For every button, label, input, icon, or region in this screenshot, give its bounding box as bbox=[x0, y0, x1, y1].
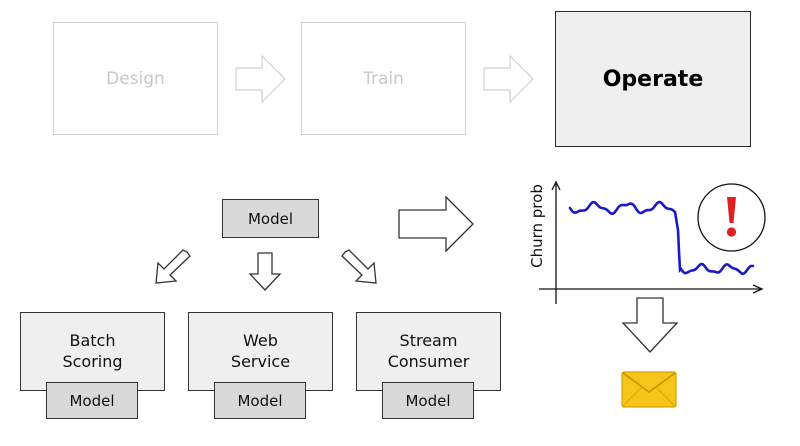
deployment-batch-label: Batch Scoring bbox=[62, 331, 123, 371]
stream-model-label: Model bbox=[405, 391, 451, 410]
deployment-stream-label: Stream Consumer bbox=[387, 331, 470, 371]
deployment-batch-scoring: Batch Scoring bbox=[20, 312, 165, 391]
deployment-web-label: Web Service bbox=[230, 331, 291, 371]
arrow-to-batch-icon bbox=[155, 249, 191, 284]
arrow-to-stream-icon bbox=[341, 249, 377, 284]
deployment-stream-consumer: Stream Consumer bbox=[356, 312, 501, 391]
web-model-label: Model bbox=[237, 391, 283, 410]
arrow-to-web-icon bbox=[248, 252, 282, 291]
batch-model-label: Model bbox=[69, 391, 115, 410]
stage-operate-label: Operate bbox=[602, 66, 704, 92]
central-model-box: Model bbox=[222, 199, 319, 238]
churn-probability-line bbox=[568, 200, 755, 276]
envelope-icon bbox=[621, 371, 677, 408]
central-model-label: Model bbox=[247, 209, 294, 228]
monitor-axes bbox=[539, 180, 764, 304]
deployment-web-service: Web Service bbox=[188, 312, 333, 391]
stage-design-label: Design bbox=[106, 68, 165, 89]
stage-train: Train bbox=[301, 22, 466, 135]
stage-train-label: Train bbox=[363, 68, 404, 89]
arrow-train-to-operate-icon bbox=[483, 54, 534, 104]
batch-model-box: Model bbox=[46, 382, 138, 419]
arrow-to-notification-icon bbox=[621, 297, 679, 353]
stream-model-box: Model bbox=[382, 382, 474, 419]
alert-exclamation-icon bbox=[697, 183, 766, 252]
web-model-box: Model bbox=[214, 382, 306, 419]
arrow-design-to-train-icon bbox=[235, 54, 286, 104]
arrow-to-monitoring-icon bbox=[398, 195, 474, 253]
stage-operate: Operate bbox=[555, 11, 751, 147]
stage-design: Design bbox=[53, 22, 218, 135]
